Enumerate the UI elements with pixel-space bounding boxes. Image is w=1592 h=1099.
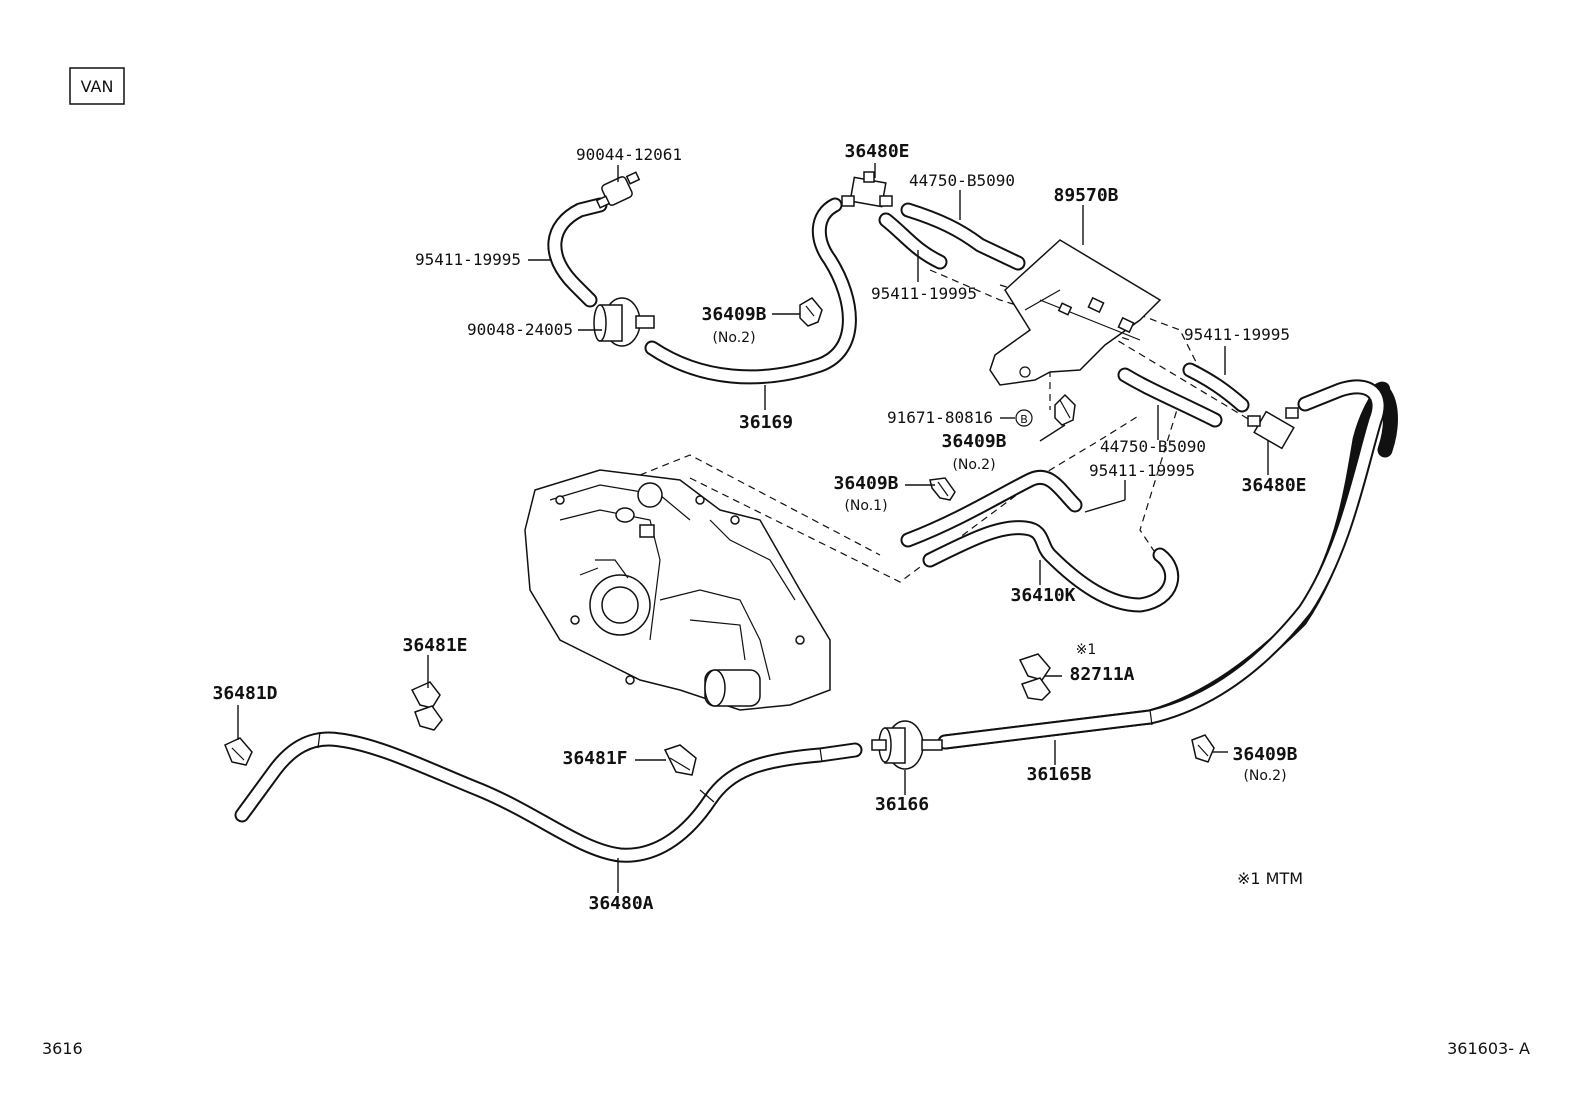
label-36410k[interactable]: 36410K <box>1010 585 1075 606</box>
label-91671-symbol: B <box>1015 409 1033 427</box>
leader-lines <box>237 163 1269 893</box>
label-36481f[interactable]: 36481F <box>562 748 627 769</box>
clip-82711a <box>1018 653 1051 701</box>
clip-36409b-mid <box>1054 393 1076 426</box>
hose-44750-mid <box>1117 362 1250 428</box>
label-36409b-a[interactable]: 36409B <box>701 304 766 325</box>
variant-tag: VAN <box>69 67 125 105</box>
label-95411-19995-a[interactable]: 95411-19995 <box>415 250 521 269</box>
valve-90044 <box>595 171 641 209</box>
joint-36480e-right <box>1247 407 1299 450</box>
label-90048-24005[interactable]: 90048-24005 <box>467 320 573 339</box>
label-95411-19995-c[interactable]: 95411-19995 <box>1184 325 1290 344</box>
label-82711a[interactable]: 82711A <box>1069 664 1134 685</box>
footer-right-code: 361603- A <box>1447 1039 1530 1058</box>
label-36480a[interactable]: 36480A <box>588 893 653 914</box>
label-36409b-b[interactable]: 36409B <box>941 431 1006 452</box>
clip-36481d <box>224 737 253 766</box>
routing-dashed-lines <box>639 269 1251 583</box>
hose-36480a <box>234 731 863 863</box>
label-36409b-c[interactable]: 36409B <box>833 473 898 494</box>
clip-36409b-lower <box>1191 734 1215 763</box>
filter-36166 <box>871 720 943 770</box>
label-36409b-a-sub: (No.2) <box>712 330 755 346</box>
label-95411-19995-b[interactable]: 95411-19995 <box>871 284 977 303</box>
label-91671-80816[interactable]: 91671-80816 <box>887 408 993 427</box>
hose-36165b <box>937 379 1398 750</box>
label-36481e[interactable]: 36481E <box>402 635 467 656</box>
clip-36409b-no1 <box>929 477 956 501</box>
label-36480e-right[interactable]: 36480E <box>1241 475 1306 496</box>
bracket-89570b <box>989 239 1162 386</box>
label-36409b-b-sub: (No.2) <box>952 457 995 473</box>
hose-44750-top <box>878 202 1026 271</box>
label-36165b[interactable]: 36165B <box>1026 764 1091 785</box>
label-36480e-top[interactable]: 36480E <box>844 141 909 162</box>
label-36481d[interactable]: 36481D <box>212 683 277 704</box>
part-labels: 90044-12061 95411-19995 90048-24005 3640… <box>212 141 1306 914</box>
transfer-case <box>524 469 831 711</box>
note-mtm: ※1 MTM <box>1237 869 1303 888</box>
label-91671-symbol-text: B <box>1020 413 1028 426</box>
variant-tag-label: VAN <box>81 77 114 96</box>
hose-36410k <box>900 469 1180 613</box>
label-95411-19995-d[interactable]: 95411-19995 <box>1089 461 1195 480</box>
footer-left-code: 3616 <box>42 1039 83 1058</box>
label-36409b-c-sub: (No.1) <box>844 498 887 514</box>
label-44750-b5090-top[interactable]: 44750-B5090 <box>909 171 1015 190</box>
label-89570b[interactable]: 89570B <box>1053 185 1118 206</box>
hose-36169 <box>547 197 857 385</box>
joint-36480e-top <box>841 171 893 208</box>
label-36169[interactable]: 36169 <box>739 412 793 433</box>
label-90044-12061[interactable]: 90044-12061 <box>576 145 682 164</box>
label-44750-b5090-mid[interactable]: 44750-B5090 <box>1100 437 1206 456</box>
label-36409b-d-sub: (No.2) <box>1243 768 1286 784</box>
label-36166[interactable]: 36166 <box>875 794 929 815</box>
clip-36481e <box>410 681 443 731</box>
label-82711a-mark: ※1 <box>1076 642 1097 658</box>
clip-36409b-top <box>799 297 823 327</box>
clip-36481f <box>663 744 697 776</box>
label-36409b-d[interactable]: 36409B <box>1232 744 1297 765</box>
filter-90048 <box>593 297 655 347</box>
